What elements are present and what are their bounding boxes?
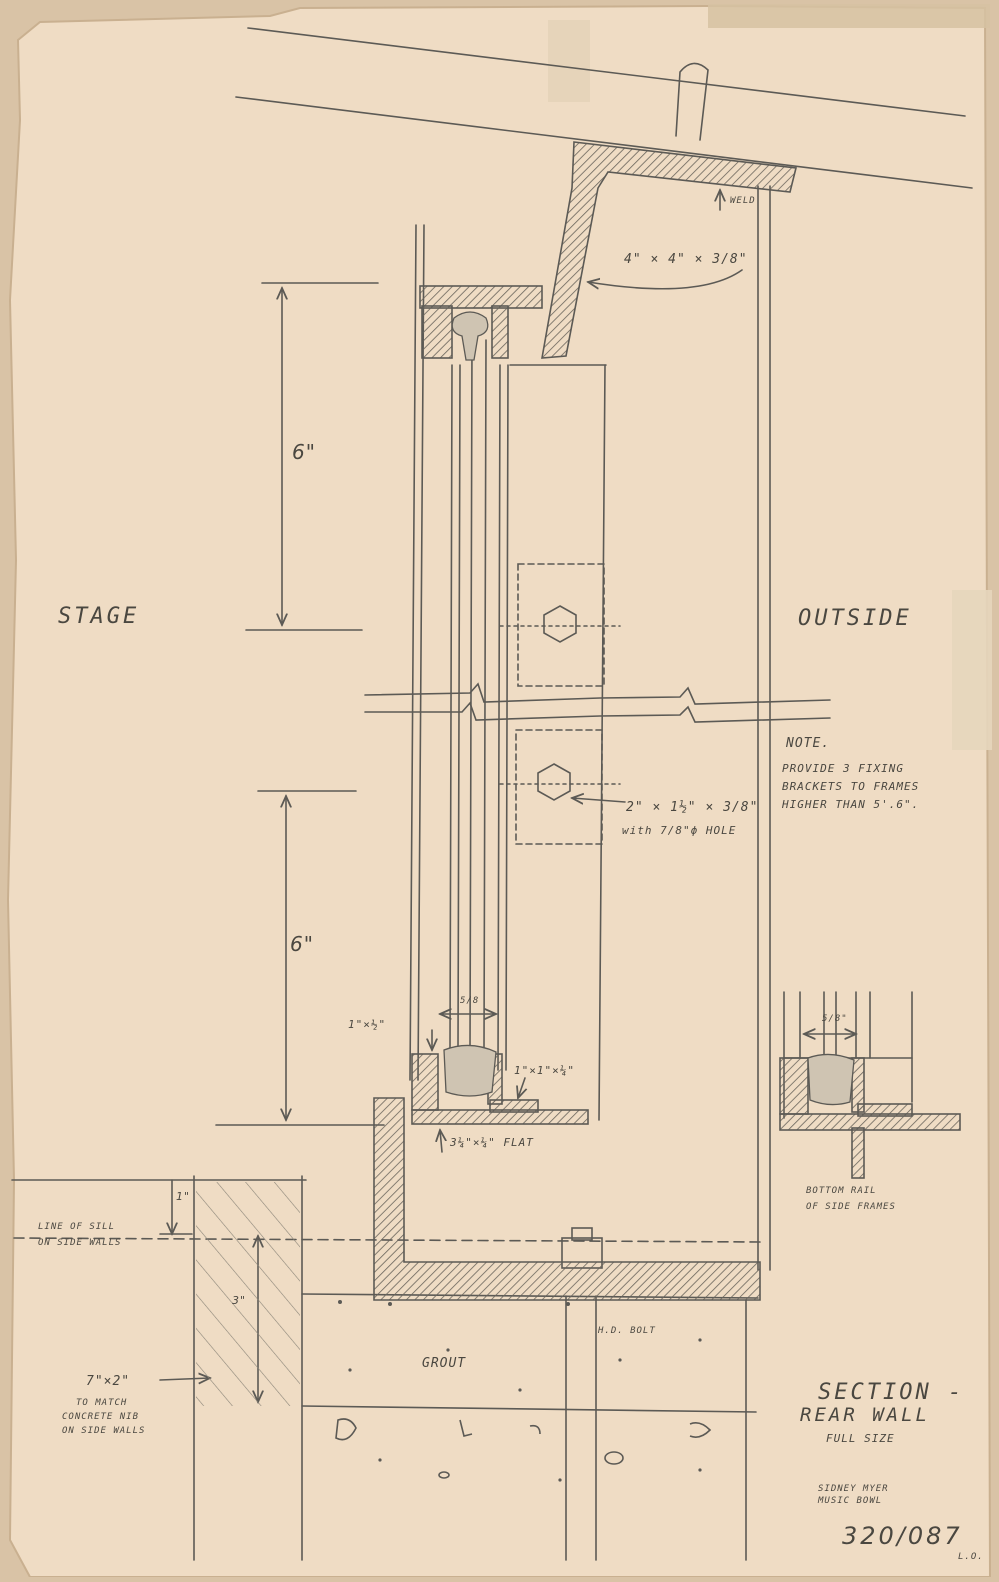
bolt-hex-lower xyxy=(537,763,571,801)
initials: L.O. xyxy=(958,1552,984,1562)
concrete-nib xyxy=(196,1182,300,1406)
break-line-top xyxy=(364,682,831,705)
stage-label: STAGE xyxy=(58,604,140,629)
note-line-2: BRACKETS TO FRAMES xyxy=(782,780,920,793)
note-title: NOTE. xyxy=(786,736,831,751)
sill-label-2: ON SIDE WALLS xyxy=(38,1238,122,1248)
dimension-upper-label: 6" xyxy=(292,440,316,464)
break-line-bottom xyxy=(364,701,831,723)
note-line-3: HIGHER THAN 5'.6". xyxy=(782,798,920,811)
tape-strip-top-middle xyxy=(548,20,590,102)
hd-bolt-label: H.D. BOLT xyxy=(598,1326,656,1336)
nib-note-2: CONCRETE NIB xyxy=(62,1412,140,1422)
sill-label-1: LINE OF SILL xyxy=(38,1222,116,1232)
stamp-line-2: MUSIC BOWL xyxy=(818,1496,883,1506)
drawing-number: 320/087 xyxy=(842,1522,963,1550)
angle-bracket-top xyxy=(541,141,797,359)
title-line-3: FULL SIZE xyxy=(826,1432,895,1445)
roof-line-lower xyxy=(235,96,973,189)
grout-label: GROUT xyxy=(422,1356,467,1371)
note-line-1: PROVIDE 3 FIXING xyxy=(782,762,904,775)
dimension-lower-label: 6" xyxy=(290,932,314,956)
bottom-rail-label-1: BOTTOM RAIL xyxy=(806,1186,877,1196)
bracket-plate-lower xyxy=(515,729,603,845)
bar-size-label: 1"×½" xyxy=(348,1018,387,1031)
nib-size-label: 7"×2" xyxy=(86,1374,131,1389)
nib-note-1: TO MATCH xyxy=(76,1398,128,1408)
channel-base xyxy=(373,1097,761,1301)
angle-size-label: 4" × 4" × 3/8" xyxy=(624,252,748,267)
head-rail xyxy=(419,285,543,309)
bracket-hole-label: with 7/8"ϕ HOLE xyxy=(622,824,737,837)
dimension-1-label: 1" xyxy=(176,1190,191,1203)
bracket-plate-upper xyxy=(517,563,605,687)
stamp-line-1: SIDNEY MYER xyxy=(818,1484,889,1494)
bottom-rail-label-2: OF SIDE FRAMES xyxy=(806,1202,896,1212)
title-line-1: SECTION - xyxy=(818,1380,965,1405)
outside-label: OUTSIDE xyxy=(798,606,912,631)
glazing-width-label: 5/8 xyxy=(460,996,480,1006)
detail-width-label: 5/8" xyxy=(822,1014,848,1024)
bolt-hex-upper xyxy=(543,605,577,643)
roof-line-upper xyxy=(247,27,966,117)
flat-bar-label: 3¼"×¼" FLAT xyxy=(450,1136,534,1149)
flat-bar xyxy=(411,1109,589,1125)
title-line-2: REAR WALL xyxy=(800,1404,930,1426)
tape-strip-right xyxy=(952,590,992,750)
nib-note-3: ON SIDE WALLS xyxy=(62,1426,146,1436)
angle-1x1-label: 1"×1"×¼" xyxy=(514,1064,575,1077)
roof-bolt xyxy=(675,62,709,141)
bracket-size-label: 2" × 1½" × 3/8" xyxy=(626,800,759,815)
weld-label: WELD xyxy=(730,196,756,206)
dimension-3-label: 3" xyxy=(232,1294,247,1307)
tape-strip-top xyxy=(708,4,990,28)
sill-rail-left xyxy=(411,1053,439,1111)
